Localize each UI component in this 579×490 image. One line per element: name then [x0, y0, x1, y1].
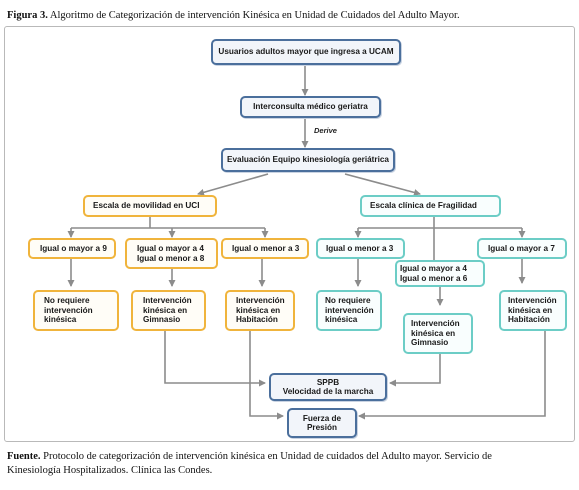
node-uci-mid: Igual o mayor a 4 Igual o menor a 8 — [125, 238, 218, 269]
node-ucam: Usuarios adultos mayor que ingresa a UCA… — [211, 39, 401, 65]
node-fr-mid: Igual o mayor a 4 Igual o menor a 6 — [395, 260, 485, 287]
derive-label: Derive — [314, 126, 337, 135]
node-fr-ge7: Igual o mayor a 7 — [477, 238, 567, 259]
figure-caption: Figura 3. Algoritmo de Categorización de… — [7, 9, 573, 23]
diagram-frame — [4, 26, 575, 442]
node-fr-habitacion: Intervención kinésica en Habitación — [499, 290, 567, 331]
arrow-habitacion2-fuerza — [358, 331, 546, 420]
figure-label: Figura 3. — [7, 10, 48, 21]
node-uci-ge9: Igual o mayor a 9 — [28, 238, 116, 259]
arrow-evaluacion-uci — [197, 173, 269, 196]
node-uci-le3: Igual o menor a 3 — [221, 238, 309, 259]
arrow-habitacion-fuerza — [249, 331, 284, 420]
arrow-gimnasio2-sppb — [389, 354, 441, 387]
node-interconsulta: Interconsulta médico geriatra — [240, 96, 381, 118]
node-sppb: SPPB Velocidad de la marcha — [269, 373, 387, 401]
node-uci-no-requiere: No requiere intervención kinésica — [33, 290, 119, 331]
node-fr-no-requiere: No requiere intervención kinésica — [316, 290, 382, 331]
arrow-gimnasio-sppb — [164, 331, 266, 387]
node-fuerza: Fuerza de Presión — [287, 408, 357, 438]
node-escala-fragilidad: Escala clínica de Fragilidad — [360, 195, 501, 217]
source-label: Fuente. — [7, 451, 41, 462]
node-fr-le3: Igual o menor a 3 — [316, 238, 405, 259]
source-text-line2: Kinesiología Hospitalizados. Clínica las… — [7, 465, 213, 476]
node-uci-gimnasio: Intervención kinésica en Gimnasio — [131, 290, 206, 331]
node-evaluacion: Evaluación Equipo kinesiología geriátric… — [221, 148, 395, 172]
node-uci-habitacion: Intervención kinésica en Habitación — [225, 290, 295, 331]
source-text-line1: Protocolo de categorización de intervenc… — [40, 451, 492, 462]
figure-title: Algoritmo de Categorización de intervenc… — [47, 10, 460, 21]
node-escala-uci: Escala de movilidad en UCI — [83, 195, 217, 217]
arrow-evaluacion-fragilidad — [344, 173, 421, 196]
source-caption: Fuente. Protocolo de categorización de i… — [7, 450, 573, 478]
node-fr-gimnasio: Intervención kinésica en Gimnasio — [403, 313, 473, 354]
